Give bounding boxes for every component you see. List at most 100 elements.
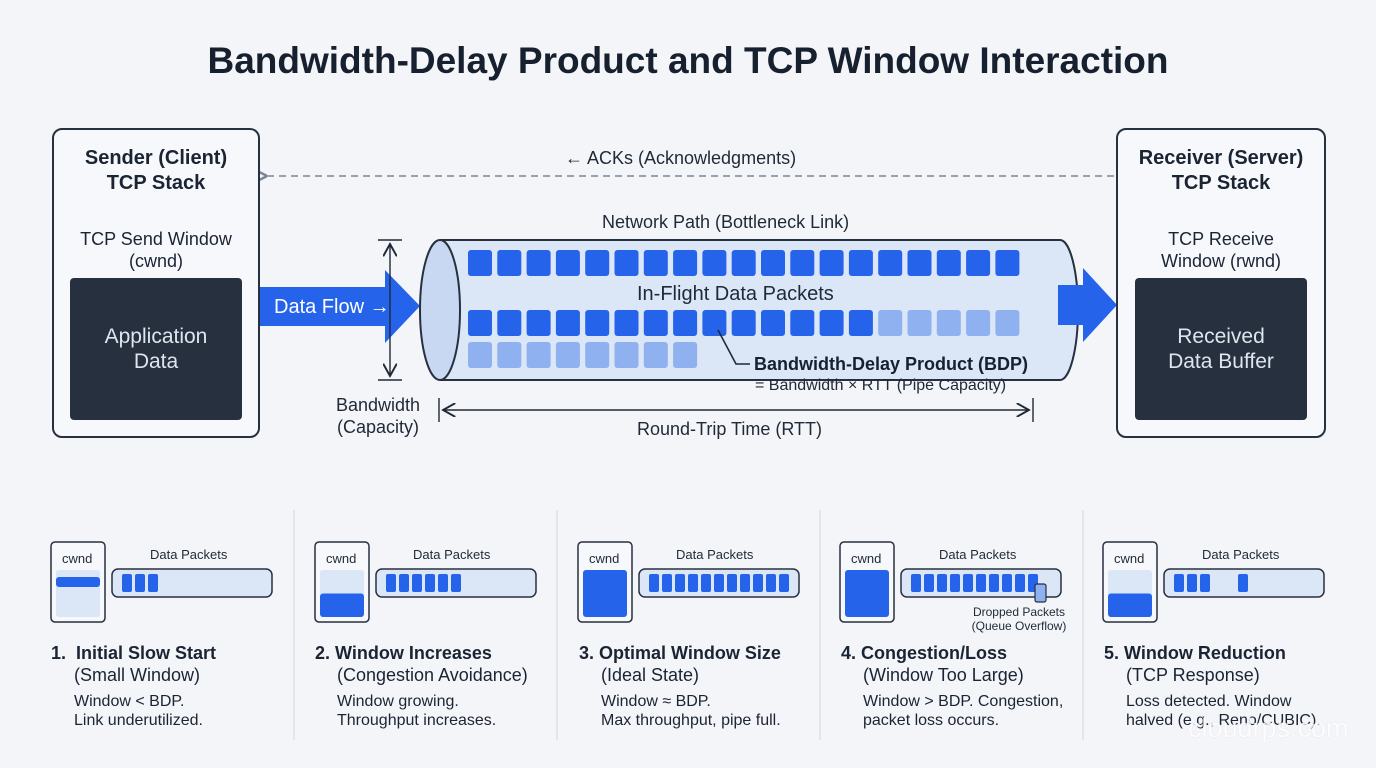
- rtt-label: Round-Trip Time (RTT): [637, 419, 823, 439]
- step-5-subtitle: (TCP Response): [1126, 665, 1260, 685]
- mini-packet: [753, 574, 763, 592]
- mini-packet: [1187, 574, 1197, 592]
- step-4-graphic: [839, 541, 1062, 623]
- cwnd-fill: [845, 570, 889, 617]
- step-2-desc: Window growing. Throughput increases.: [337, 692, 496, 730]
- packet: [878, 310, 903, 336]
- step-4-desc-line2: packet loss occurs.: [863, 712, 1000, 729]
- dropped-line2: (Queue Overflow): [971, 619, 1067, 633]
- sender-title: Sender (Client) TCP Stack: [52, 146, 260, 196]
- step-1-number: 1.: [51, 643, 67, 663]
- packet: [555, 342, 580, 368]
- mini-packet: [135, 574, 145, 592]
- mini-packet: [438, 574, 448, 592]
- step-5-desc-line2: halved (e.g., Reno/CUBIC).: [1126, 712, 1321, 729]
- step-1-packets-label: Data Packets: [150, 547, 228, 562]
- packet: [761, 310, 785, 336]
- packet: [614, 310, 639, 336]
- step-3-graphic: [577, 541, 800, 623]
- packet: [585, 342, 610, 368]
- packet: [497, 310, 522, 336]
- packet: [966, 310, 991, 336]
- received-buffer-box: Received Data Buffer: [1135, 278, 1307, 420]
- mini-packet: [963, 574, 973, 592]
- step-3-number: 3.: [579, 643, 595, 663]
- step-4-title: 4. Congestion/Loss: [841, 643, 1007, 664]
- step-1-desc-line1: Window < BDP.: [74, 693, 185, 710]
- cwnd-fill: [56, 577, 100, 587]
- data-flow-arrow: [260, 270, 420, 343]
- mini-packet: [148, 574, 158, 592]
- step-4-packets-label: Data Packets: [939, 547, 1017, 562]
- packet: [468, 342, 492, 368]
- application-data-box: Application Data: [70, 278, 242, 420]
- sender-window-label: TCP Send Window (cwnd): [52, 228, 260, 272]
- app-data-line1: Application: [104, 325, 208, 348]
- mini-packet: [649, 574, 659, 592]
- mini-packet: [386, 574, 396, 592]
- mini-packet: [1002, 574, 1012, 592]
- mini-packet: [1238, 574, 1248, 592]
- mini-packet: [779, 574, 789, 592]
- packet: [848, 310, 873, 336]
- packet: [585, 250, 610, 276]
- packet: [790, 250, 815, 276]
- network-path-label: Network Path (Bottleneck Link): [602, 212, 850, 232]
- packet: [731, 310, 756, 336]
- bdp-formula: = Bandwidth × RTT (Pipe Capacity): [755, 377, 1007, 394]
- step-1-cwnd-label: cwnd: [62, 551, 93, 566]
- app-data-line2: Data: [133, 350, 179, 373]
- step-2-cwnd-label: cwnd: [326, 551, 357, 566]
- packet: [614, 342, 639, 368]
- bandwidth-label-line2: (Capacity): [336, 417, 420, 437]
- packet: [643, 250, 668, 276]
- mini-packet: [701, 574, 711, 592]
- packet: [907, 310, 932, 336]
- buffer-line1: Received: [1177, 325, 1265, 348]
- bdp-label: Bandwidth-Delay Product (BDP): [754, 354, 1029, 374]
- mini-packet: [688, 574, 698, 592]
- packet: [848, 250, 873, 276]
- step-1-subtitle: (Small Window): [74, 665, 201, 685]
- packet: [907, 250, 932, 276]
- sender-title-line2: TCP Stack: [106, 172, 206, 194]
- in-flight-label: In-Flight Data Packets: [637, 283, 834, 305]
- mini-packet: [727, 574, 737, 592]
- step-3-title-text: Optimal Window Size: [599, 643, 781, 663]
- cwnd-fill: [583, 570, 627, 617]
- sender-title-line1: Sender (Client): [84, 147, 228, 169]
- step-1-graphic: [50, 541, 273, 623]
- mini-packet: [425, 574, 435, 592]
- packet: [643, 310, 668, 336]
- step-5-number: 5.: [1104, 643, 1120, 663]
- packet: [497, 342, 522, 368]
- bandwidth-measure: [378, 239, 402, 381]
- step-5-graphic: [1102, 541, 1325, 623]
- packet: [731, 250, 756, 276]
- receiver-title-line2: TCP Stack: [1171, 172, 1271, 194]
- packet: [702, 250, 727, 276]
- step-4-desc-line1: Window > BDP. Congestion,: [863, 693, 1064, 710]
- in-flight-packets: [468, 250, 1020, 368]
- output-arrow: [1058, 268, 1117, 342]
- dropped-packet: [1034, 583, 1047, 603]
- step-5-cwnd-label: cwnd: [1114, 551, 1145, 566]
- watermark: cloudrps.com: [1188, 713, 1349, 743]
- rtt-measure: [438, 398, 1034, 422]
- mini-packet: [412, 574, 422, 592]
- step-1-title-text: Initial Slow Start: [76, 643, 217, 663]
- sender-window-line1: TCP Send Window: [80, 229, 232, 249]
- step-1-desc-line2: Link underutilized.: [74, 712, 203, 729]
- step-5-title-text: Window Reduction: [1124, 643, 1286, 663]
- step-4-desc: Window > BDP. Congestion, packet loss oc…: [863, 692, 1063, 730]
- mini-packet: [1200, 574, 1210, 592]
- step-2-subtitle: (Congestion Avoidance): [337, 665, 528, 685]
- sender-window-line2: (cwnd): [128, 251, 183, 271]
- mini-packet: [950, 574, 960, 592]
- mini-packet: [924, 574, 934, 592]
- step-2-title: 2. Window Increases: [315, 643, 492, 664]
- step-2-graphic: [314, 541, 537, 623]
- mini-packet: [911, 574, 921, 592]
- cwnd-fill: [1108, 593, 1152, 617]
- step-5-packets-label: Data Packets: [1202, 547, 1280, 562]
